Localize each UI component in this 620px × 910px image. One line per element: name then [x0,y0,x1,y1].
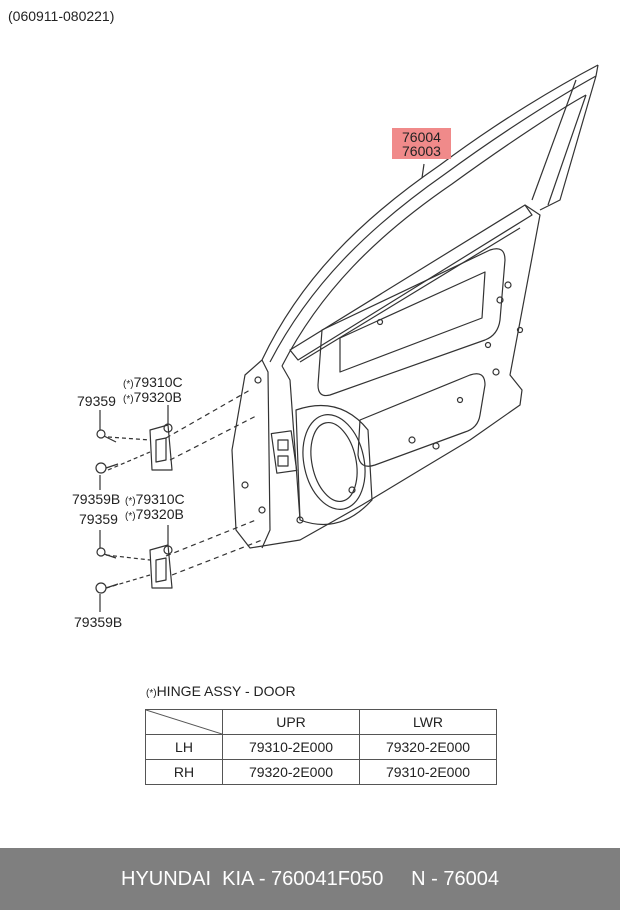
part-number-footer: HYUNDAI KIA - 760041F050 N - 76004 [0,848,620,910]
footer-text: HYUNDAI KIA - 760041F050 N - 76004 [121,867,499,890]
row-side-lh: LH [145,734,223,760]
bolt-upper [96,410,117,443]
upper-hinge-b-label: (*)79320B [123,389,182,405]
speaker-hole [302,414,366,510]
upper-hinge-c-label: (*)79310C [123,374,183,390]
diagram-code: (060911-080221) [8,8,115,24]
mid-bolt-b-label: 79359B [72,491,121,507]
lower-hinge-b-label: (*)79320B [125,506,184,522]
col-header-lwr: LWR [359,709,497,735]
diagonal-divider [146,710,222,734]
bolt-lower-b [95,582,119,612]
table-header-row: UPR LWR [145,709,497,735]
lower-bolt-b-label: 79359B [74,614,123,630]
hinge-table-title: (*)HINGE ASSY - DOOR [146,683,296,699]
cell-lh-lwr: 79320-2E000 [359,734,497,760]
table-corner-cell [145,709,223,735]
inner-opening-upper [317,248,506,397]
cell-rh-lwr: 79310-2E000 [359,759,497,785]
cell-lh-upr: 79310-2E000 [222,734,360,760]
window-frame-outer [261,64,599,361]
upper-bolt-label: 79359 [77,393,116,409]
col-header-upr: UPR [222,709,360,735]
cell-rh-upr: 79320-2E000 [222,759,360,785]
lower-hinge-c-label: (*)79310C [125,491,185,507]
inner-opening-lower [357,373,486,467]
table-row: LH 79310-2E000 79320-2E000 [145,734,497,760]
highlighted-part-callout: 76004 76003 [392,128,451,159]
door-body-outline [231,204,541,549]
table-row: RH 79320-2E000 79310-2E000 [145,759,497,785]
bolt-lower [96,530,117,559]
upper-hinge [149,405,173,471]
row-side-rh: RH [145,759,223,785]
lower-bolt-label: 79359 [79,511,118,527]
bolt-upper-b [95,462,119,490]
lower-hinge [149,525,173,589]
hinge-assy-table: UPR LWR LH 79310-2E000 79320-2E000 RH 79… [145,709,497,785]
